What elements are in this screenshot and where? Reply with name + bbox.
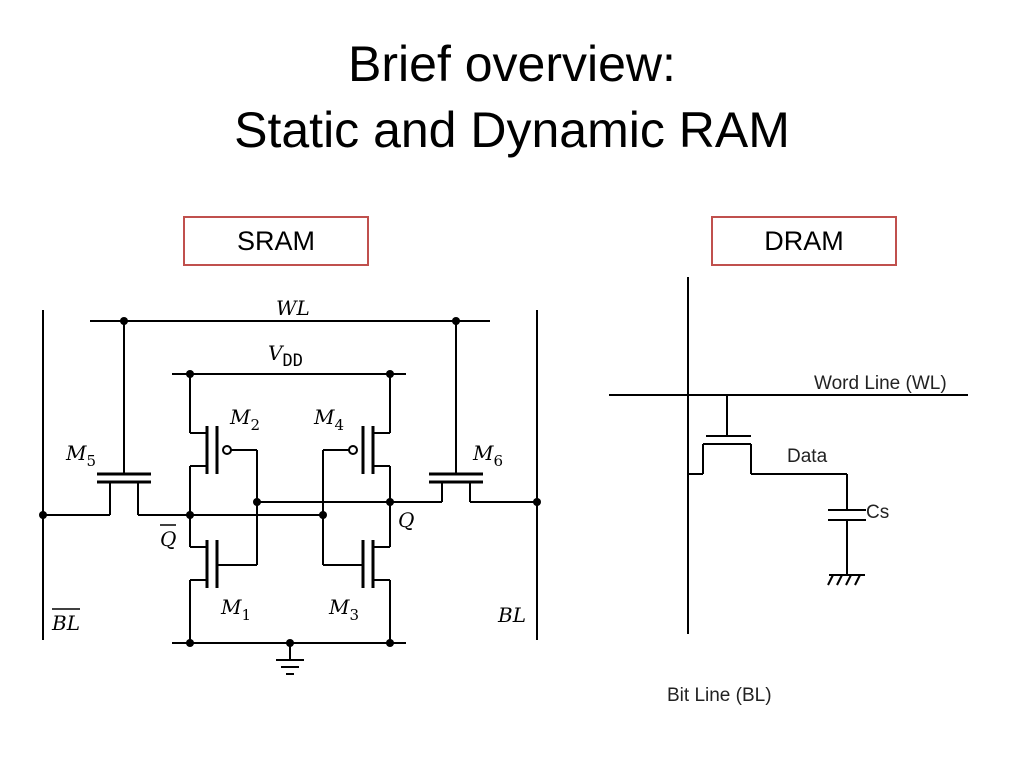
- transistor-m6: [390, 321, 537, 503]
- label-m2: M2: [229, 405, 260, 434]
- label-m3: M3: [328, 595, 359, 624]
- ground-icon: [276, 643, 304, 675]
- transistor-m2: [189, 374, 257, 515]
- label-m6: M6: [472, 441, 503, 470]
- dram-wordline-label: Word Line (WL): [814, 373, 947, 394]
- dram-capacitor: [828, 474, 866, 575]
- sram-bl-label: BL: [497, 603, 526, 627]
- dram-cs-label: Cs: [866, 502, 889, 523]
- sram-junction-dots: [39, 317, 541, 647]
- label-m1: M1: [220, 595, 251, 624]
- slide-title-line-1: Brief overview:: [348, 36, 676, 92]
- label-m4: M4: [313, 405, 344, 434]
- dram-ground-icon: [827, 574, 865, 586]
- sram-label-box: SRAM: [183, 216, 369, 266]
- dram-circuit: [609, 277, 968, 634]
- sram-circuit: [42, 310, 538, 675]
- dram-access-transistor: [688, 395, 847, 475]
- transistor-m3: [323, 502, 391, 643]
- sram-qbar-label: Q: [160, 527, 176, 551]
- dram-label-box: DRAM: [711, 216, 897, 266]
- sram-blbar-label: BL: [51, 611, 80, 635]
- transistor-m5: [43, 321, 190, 516]
- label-m5: M5: [65, 441, 96, 470]
- slide-title-line-2: Static and Dynamic RAM: [234, 102, 790, 158]
- sram-vdd-label: VDD: [268, 341, 303, 371]
- dram-bitline-label: Bit Line (BL): [667, 685, 772, 706]
- sram-wl-label: WL: [276, 296, 310, 320]
- sram-q-label: Q: [398, 508, 414, 532]
- dram-data-label: Data: [787, 446, 828, 467]
- transistor-m4: [323, 374, 391, 502]
- transistor-m1: [189, 515, 257, 643]
